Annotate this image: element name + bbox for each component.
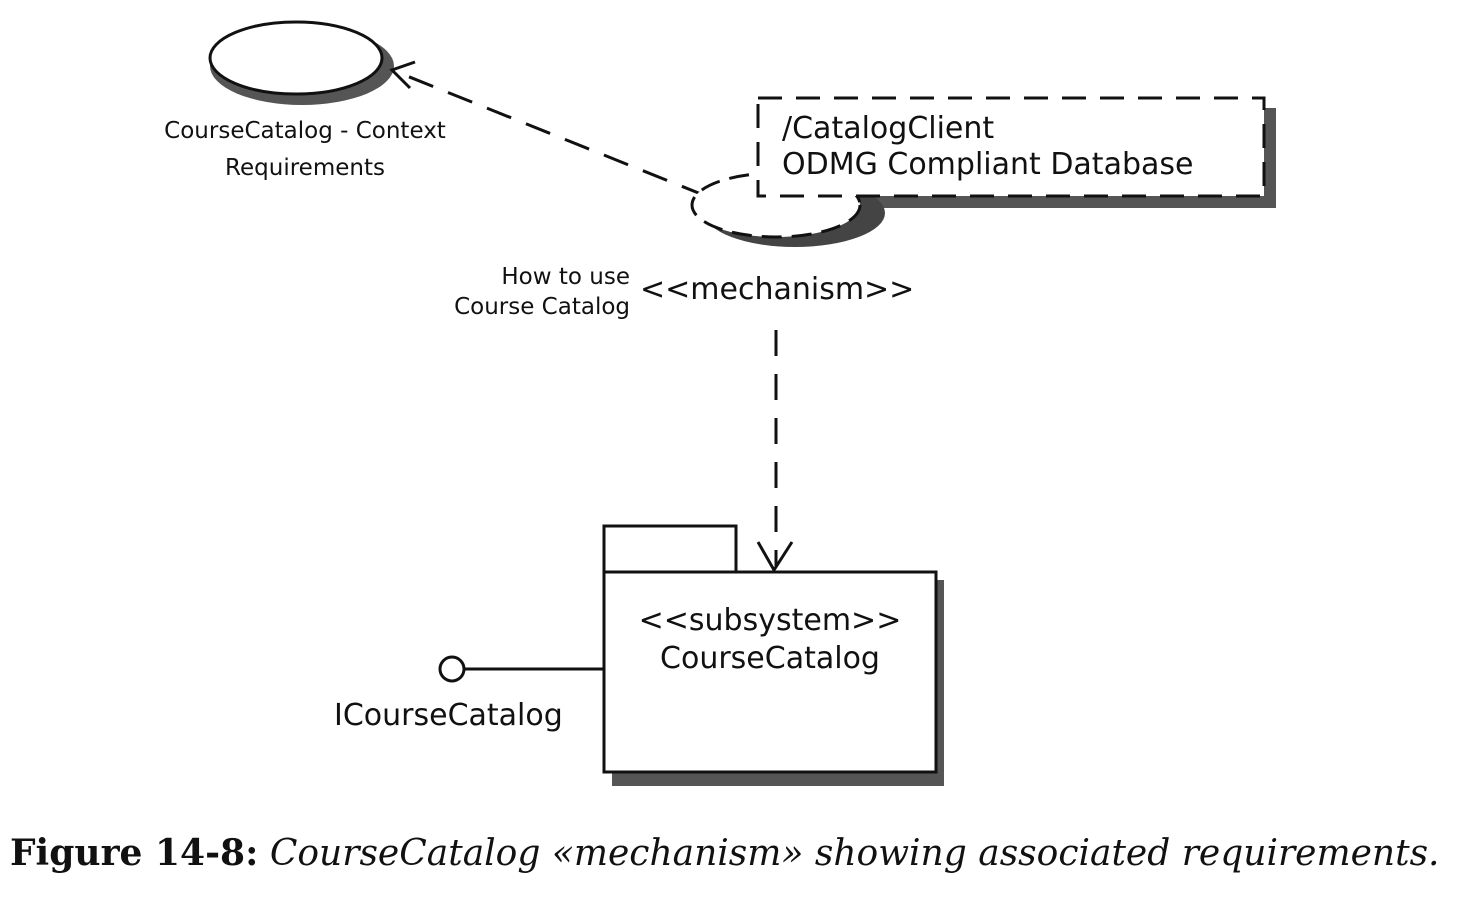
- use-case-label: CourseCatalog - Context Requirements: [150, 113, 460, 187]
- mechanism-name-line2: Course Catalog: [454, 294, 630, 320]
- interface-circle: [438, 655, 466, 683]
- caption-label: Figure 14-8:: [10, 832, 259, 874]
- subsystem-name: CourseCatalog: [660, 641, 880, 676]
- requirement-dependency-line: [391, 68, 707, 198]
- subsystem-stereotype: <<subsystem>>: [638, 603, 902, 638]
- requirement-arrowhead: [389, 60, 416, 90]
- use-case-label-line1: CourseCatalog - Context: [164, 118, 446, 144]
- caption-text: CourseCatalog «mechanism» showing associ…: [269, 833, 1440, 874]
- package-body: [602, 570, 938, 774]
- mechanism-name-line1: How to use: [501, 264, 630, 290]
- figure-caption: Figure 14-8: CourseCatalog «mechanism» s…: [10, 832, 1440, 874]
- use-case-ellipse: [208, 20, 384, 96]
- collaboration-note-cover: [758, 98, 1264, 196]
- package-tab: [602, 524, 738, 575]
- collaboration-database-label: ODMG Compliant Database: [782, 147, 1194, 182]
- realization-arrowhead: [756, 541, 794, 573]
- collaboration-note-border: [756, 96, 1266, 198]
- mechanism-name: How to use Course Catalog: [440, 262, 630, 322]
- use-case-label-line2: Requirements: [225, 155, 385, 181]
- interface-name: ICourseCatalog: [334, 698, 563, 733]
- mechanism-stereotype: <<mechanism>>: [640, 272, 915, 307]
- collaboration-role-label: /CatalogClient: [782, 111, 995, 146]
